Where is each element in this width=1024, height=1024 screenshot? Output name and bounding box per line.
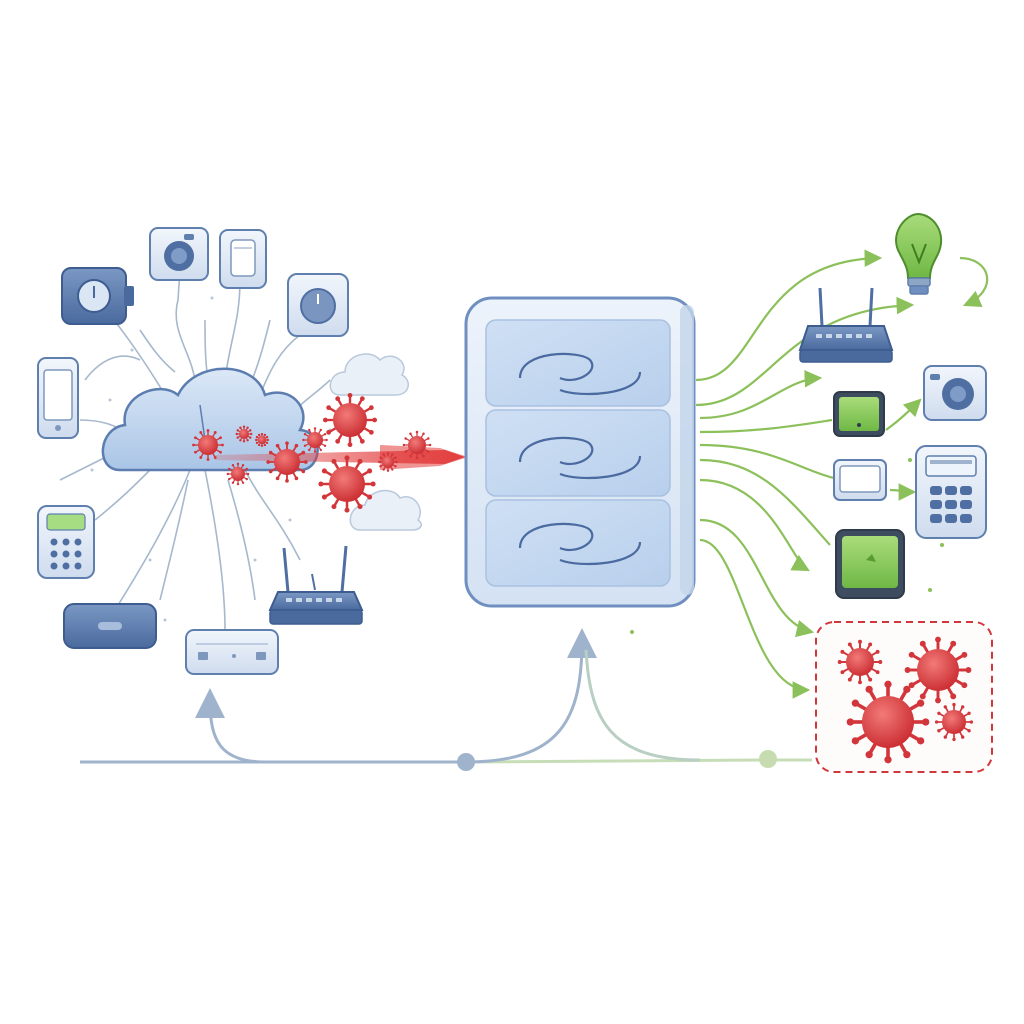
screen-icon (835, 529, 905, 599)
virus-icon (192, 429, 224, 461)
camera-icon (149, 227, 209, 281)
filter-layer (485, 319, 671, 407)
keypad-phone-icon (37, 505, 95, 579)
router-icon (268, 545, 364, 625)
camera-icon (923, 365, 987, 421)
dial-icon (287, 273, 349, 337)
quarantine-zone (815, 621, 993, 773)
cloud-icon (329, 353, 409, 396)
signal-dots (630, 458, 944, 634)
base-flow-lines (80, 628, 812, 771)
virus-icon (846, 680, 930, 764)
filter-layer (485, 499, 671, 587)
virus-icon (266, 441, 308, 483)
virus-icon (934, 702, 974, 742)
virus-icon (322, 392, 378, 448)
light-bulb-icon (895, 212, 943, 295)
swirl-icon (518, 436, 642, 480)
swirl-icon (518, 352, 642, 396)
virus-icon (904, 636, 972, 704)
virus-icon (226, 462, 250, 486)
virus-icon (378, 452, 398, 472)
junction-node (759, 750, 777, 768)
virus-icon (255, 433, 269, 447)
screen-icon (833, 391, 885, 437)
virus-icon (235, 425, 253, 443)
clean-traffic-flows (695, 249, 989, 699)
camera-icon (61, 267, 134, 325)
security-filter (464, 296, 696, 608)
phone-icon (219, 229, 267, 289)
virus-icon (837, 639, 883, 685)
swirl-icon (518, 522, 642, 566)
router-icon (798, 287, 894, 363)
malware-cluster (192, 392, 432, 513)
cloud-icon (349, 489, 423, 531)
filter-layer (485, 409, 671, 497)
keypad-phone-icon (915, 445, 987, 539)
quarantined-malware (837, 636, 974, 764)
virus-icon (318, 455, 376, 513)
mobile-phone-icon (37, 357, 79, 439)
virus-icon (402, 430, 432, 460)
set-top-box-icon (63, 603, 157, 649)
tablet-icon (833, 459, 887, 501)
virus-icon (302, 427, 328, 453)
modem-icon (185, 629, 279, 675)
